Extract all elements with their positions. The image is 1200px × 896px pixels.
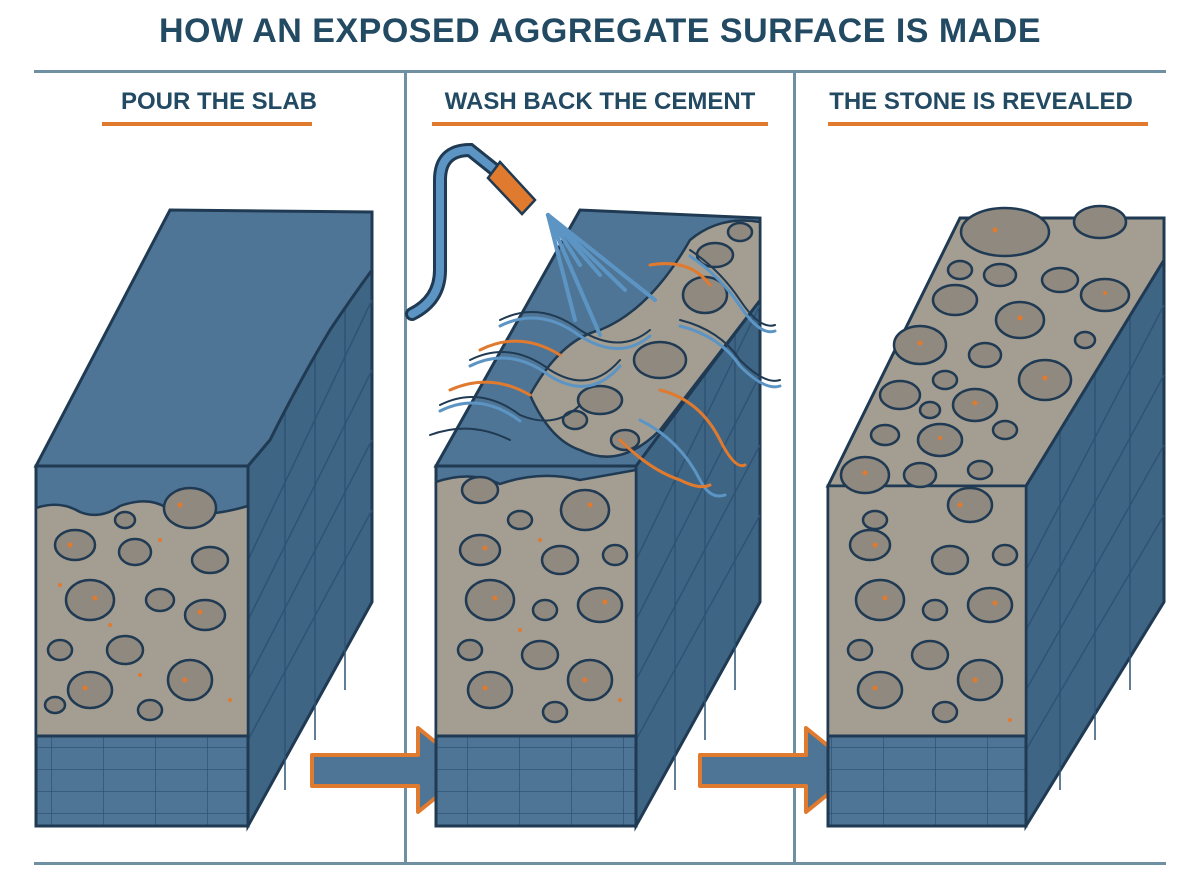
top-rule	[34, 70, 1166, 73]
diagram-title: HOW AN EXPOSED AGGREGATE SURFACE IS MADE	[158, 12, 1042, 50]
panel-divider-2	[793, 72, 796, 864]
panel-2-title: WASH BACK THE CEMENT	[444, 88, 756, 115]
panel-1-title: POUR THE SLAB	[120, 88, 317, 115]
slab-washing	[433, 208, 762, 832]
panel-3-title: THE STONE IS REVEALED	[829, 88, 1133, 115]
panel-2-underline	[432, 122, 768, 126]
slab-poured	[33, 208, 374, 832]
panel-3-underline	[828, 122, 1148, 126]
slab-revealed	[825, 204, 1166, 832]
water-spray-icon	[429, 213, 782, 498]
panel-1-underline	[102, 122, 312, 126]
bottom-rule	[34, 862, 1166, 865]
hose-icon	[405, 142, 537, 321]
panel-divider-1	[404, 72, 407, 864]
